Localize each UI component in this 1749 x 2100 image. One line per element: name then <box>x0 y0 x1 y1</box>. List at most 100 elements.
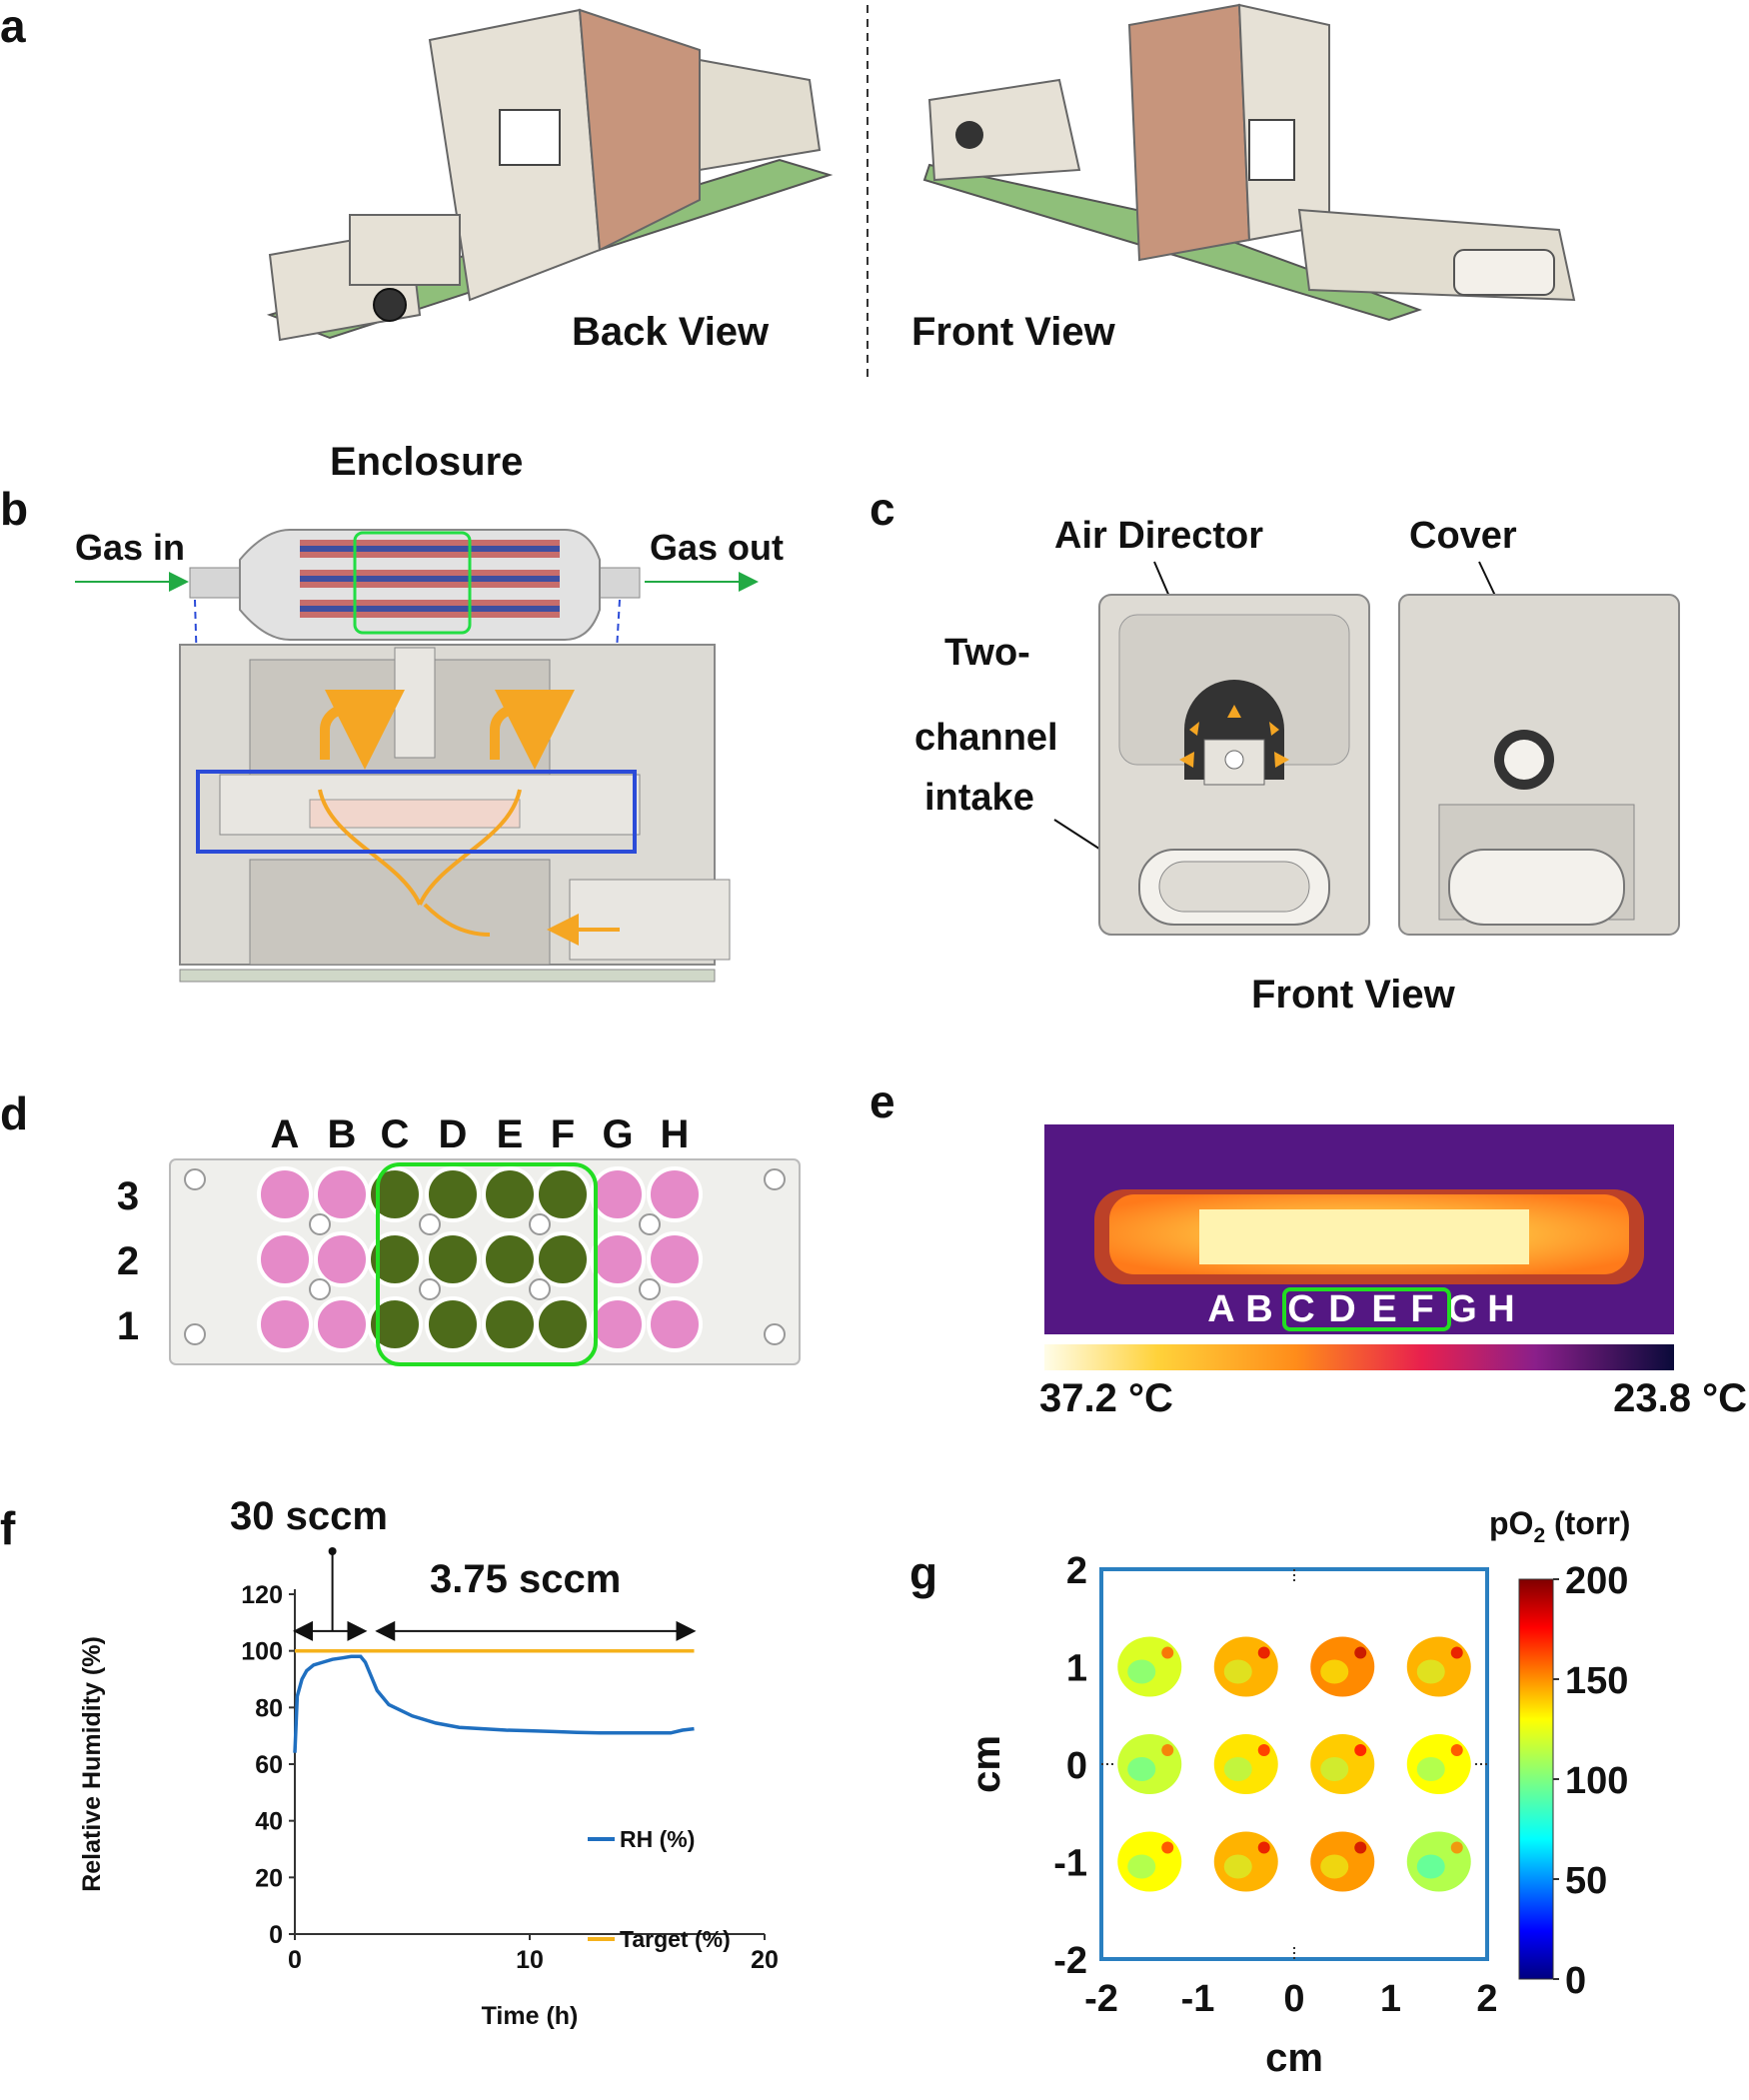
mounting-post <box>309 1278 331 1300</box>
thermal-highlight-box <box>1282 1287 1451 1331</box>
colorbar-tick-label: 150 <box>1565 1660 1628 1702</box>
well-pink <box>314 1231 370 1287</box>
well-po2-variation <box>1223 1757 1252 1781</box>
well-po2-hotspot <box>1257 1646 1270 1659</box>
enclosure-title: Enclosure <box>330 440 523 484</box>
x-tick-label: -1 <box>1181 1978 1215 2020</box>
well-po2-variation <box>1416 1854 1445 1879</box>
y-axis-title: Relative Humidity (%) <box>78 1636 106 1892</box>
y-tick-label: 2 <box>1066 1550 1087 1592</box>
air-director-label: Air Director <box>1054 515 1263 557</box>
well-po2-variation <box>1320 1757 1349 1781</box>
column-label: C <box>381 1112 410 1156</box>
panel-letter-a: a <box>0 0 26 52</box>
well-po2-variation <box>1223 1659 1252 1684</box>
colorbar-tick-label: 50 <box>1565 1860 1607 1902</box>
column-label: E <box>497 1112 524 1156</box>
intake-label-line2: channel <box>914 717 1058 759</box>
well-green <box>535 1166 591 1222</box>
column-label: G <box>602 1112 633 1156</box>
panel-letter-e: e <box>870 1075 895 1127</box>
x-axis-title: Time (h) <box>482 2002 579 2030</box>
well-po2-hotspot <box>1450 1841 1463 1854</box>
well-po2-variation <box>1223 1854 1252 1879</box>
well-green <box>535 1296 591 1352</box>
well-green <box>482 1166 538 1222</box>
panel-b: b Enclosure Gas in Gas out <box>0 440 784 983</box>
y-tick-label: 60 <box>255 1751 283 1779</box>
front-view-label-c: Front View <box>1251 973 1456 1017</box>
well-green <box>425 1296 481 1352</box>
back-view-label: Back View <box>572 310 770 354</box>
column-label: B <box>328 1112 357 1156</box>
temperature-max-label: 37.2 °C <box>1039 1376 1173 1420</box>
thermal-well-label: A <box>1207 1288 1234 1330</box>
x-tick-label: -2 <box>1084 1978 1118 2020</box>
cover-illustration <box>1398 594 1680 936</box>
thermal-well-label: F <box>1410 1288 1433 1330</box>
air-director-illustration <box>1098 594 1370 936</box>
panel-letter-f: f <box>0 1502 16 1554</box>
front-view-label-a: Front View <box>911 310 1116 354</box>
well-green <box>535 1231 591 1287</box>
mounting-post <box>529 1278 551 1300</box>
thermal-well-label: B <box>1245 1288 1272 1330</box>
cover-label: Cover <box>1409 515 1517 557</box>
well-pink <box>647 1296 703 1352</box>
y-tick-label: 1 <box>1066 1648 1087 1690</box>
row-label: 3 <box>117 1174 139 1218</box>
well-pink <box>590 1296 646 1352</box>
well-green <box>425 1231 481 1287</box>
well-po2-hotspot <box>1450 1744 1463 1756</box>
well-po2-variation <box>1127 1659 1156 1684</box>
well-pink <box>314 1166 370 1222</box>
panel-letter-b: b <box>0 483 28 535</box>
legend-label: Target (%) <box>620 1926 731 1952</box>
chamber-highlight-box <box>353 531 472 635</box>
thermal-image <box>1044 1124 1674 1334</box>
well-po2-hotspot <box>1161 1646 1174 1659</box>
panel-a: a Back View Front View <box>0 0 1576 380</box>
thermal-well-label: D <box>1328 1288 1355 1330</box>
mounting-post <box>764 1323 786 1345</box>
mounting-post <box>184 1323 206 1345</box>
well-grid <box>184 1166 786 1352</box>
mounting-post <box>764 1168 786 1190</box>
mounting-post <box>639 1278 661 1300</box>
panel-c: c Air Director Cover Two- channel intake <box>870 483 1680 1017</box>
thermal-well-label: C <box>1287 1288 1314 1330</box>
well-po2-hotspot <box>1354 1646 1367 1659</box>
y-tick-label: 80 <box>255 1694 283 1722</box>
panel-letter-d: d <box>0 1087 28 1139</box>
well-po2-hotspot <box>1161 1744 1174 1756</box>
well-po2-hotspot <box>1257 1744 1270 1756</box>
x-tick-label: 2 <box>1476 1978 1497 2020</box>
y-tick-label: 20 <box>255 1864 283 1892</box>
well-po2-variation <box>1416 1659 1445 1684</box>
y-tick-label: -2 <box>1053 1940 1087 1982</box>
intake-label-line3: intake <box>924 777 1034 819</box>
well-po2-hotspot <box>1161 1841 1174 1854</box>
well-green <box>367 1166 423 1222</box>
row-label: 2 <box>117 1239 139 1283</box>
panel-letter-g: g <box>909 1547 937 1599</box>
po2-colorbar <box>1518 1578 1554 1980</box>
well-pink <box>590 1166 646 1222</box>
well-po2-hotspot <box>1450 1646 1463 1659</box>
x-tick-label: 1 <box>1380 1978 1401 2020</box>
mounting-post <box>529 1213 551 1235</box>
x-tick-label: 20 <box>751 1946 779 1974</box>
panel-letter-c: c <box>870 483 895 535</box>
device-front-view-illustration <box>922 3 1576 322</box>
treated-wells-highlight <box>376 1162 598 1366</box>
colorbar-tick-label: 200 <box>1565 1560 1628 1602</box>
intake-label-line1: Two- <box>944 632 1030 674</box>
